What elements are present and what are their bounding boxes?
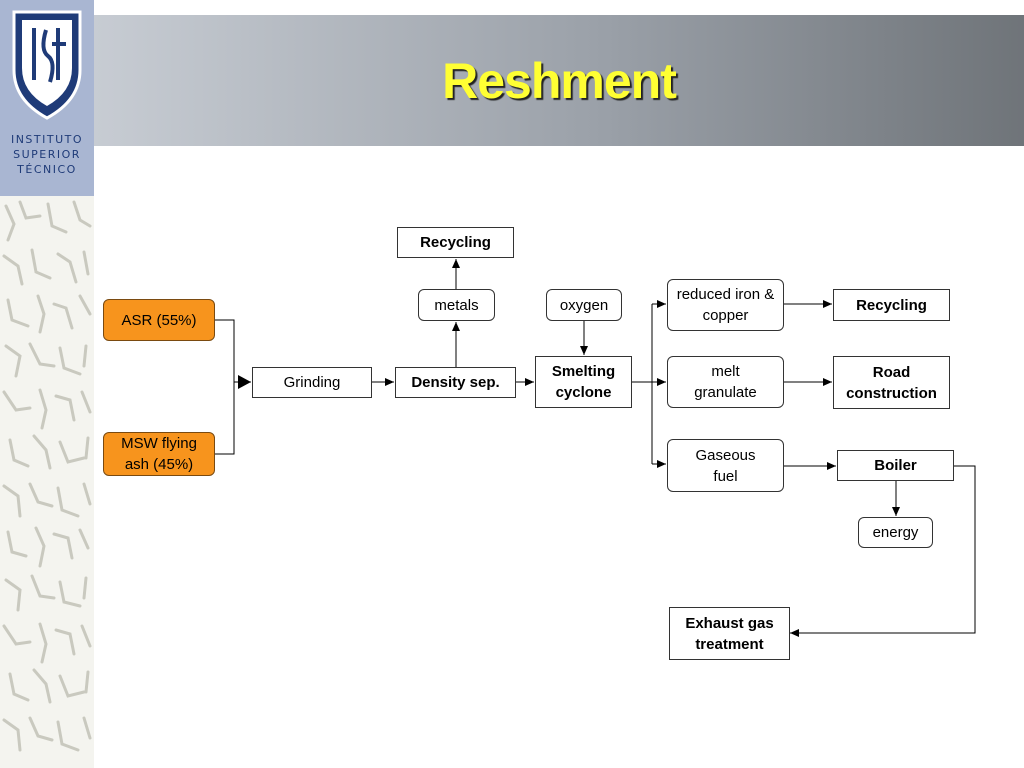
slide-title: Reshment: [442, 53, 677, 109]
node-recycling-right: Recycling: [833, 289, 950, 321]
node-road-construction: Road construction: [833, 356, 950, 409]
ist-shield-logo: [12, 10, 82, 120]
node-smelting-cyclone: Smelting cyclone: [535, 356, 632, 408]
node-melt-granulate: melt granulate: [667, 356, 784, 408]
node-melt-granulate-label: melt granulate: [694, 363, 757, 401]
node-smelting-label: Smelting cyclone: [551, 363, 616, 401]
node-recycling-right-label: Recycling: [856, 296, 927, 314]
node-metals: metals: [418, 289, 495, 321]
input-msw-flying-ash: MSW flying ash (45%): [103, 432, 215, 476]
node-exhaust-label: Exhaust gas treatment: [685, 614, 774, 653]
logo-panel: INSTITUTO SUPERIOR TÉCNICO: [0, 0, 94, 196]
node-oxygen: oxygen: [546, 289, 622, 321]
input-asr: ASR (55%): [103, 299, 215, 341]
node-road-construction-label: Road construction: [846, 363, 937, 402]
node-boiler: Boiler: [837, 450, 954, 481]
connector-boiler-exhaust: [790, 465, 976, 637]
node-gaseous-fuel-label: Gaseous fuel: [695, 446, 756, 485]
logo-line-3: TÉCNICO: [17, 163, 77, 176]
node-boiler-label: Boiler: [874, 457, 917, 474]
logo-text: INSTITUTO SUPERIOR TÉCNICO: [0, 132, 94, 177]
node-recycling-top-label: Recycling: [420, 234, 491, 251]
node-oxygen-label: oxygen: [559, 296, 609, 314]
node-gaseous-fuel: Gaseous fuel: [667, 439, 784, 492]
node-recycling-top: Recycling: [397, 227, 514, 258]
node-iron-copper-label: reduced iron & copper: [676, 286, 775, 324]
node-energy-label: energy: [872, 524, 919, 541]
node-density-sep-label: Density sep.: [411, 374, 500, 391]
logo-line-2: SUPERIOR: [13, 148, 81, 161]
logo-line-1: INSTITUTO: [10, 133, 84, 146]
input-asr-label: ASR (55%): [121, 311, 197, 329]
decorative-pattern: [2, 200, 92, 752]
title-band: [94, 15, 1024, 146]
input-msw-label: MSW flying ash (45%): [121, 435, 197, 473]
node-grinding-label: Grinding: [283, 374, 341, 391]
node-exhaust-gas-treatment: Exhaust gas treatment: [669, 607, 790, 660]
node-density-sep: Density sep.: [395, 367, 516, 398]
connector-asr: [215, 319, 235, 382]
node-grinding: Grinding: [252, 367, 372, 398]
node-energy: energy: [858, 517, 933, 548]
connector-msw: [215, 382, 235, 455]
node-reduced-iron-copper: reduced iron & copper: [667, 279, 784, 331]
node-metals-label: metals: [434, 296, 479, 314]
